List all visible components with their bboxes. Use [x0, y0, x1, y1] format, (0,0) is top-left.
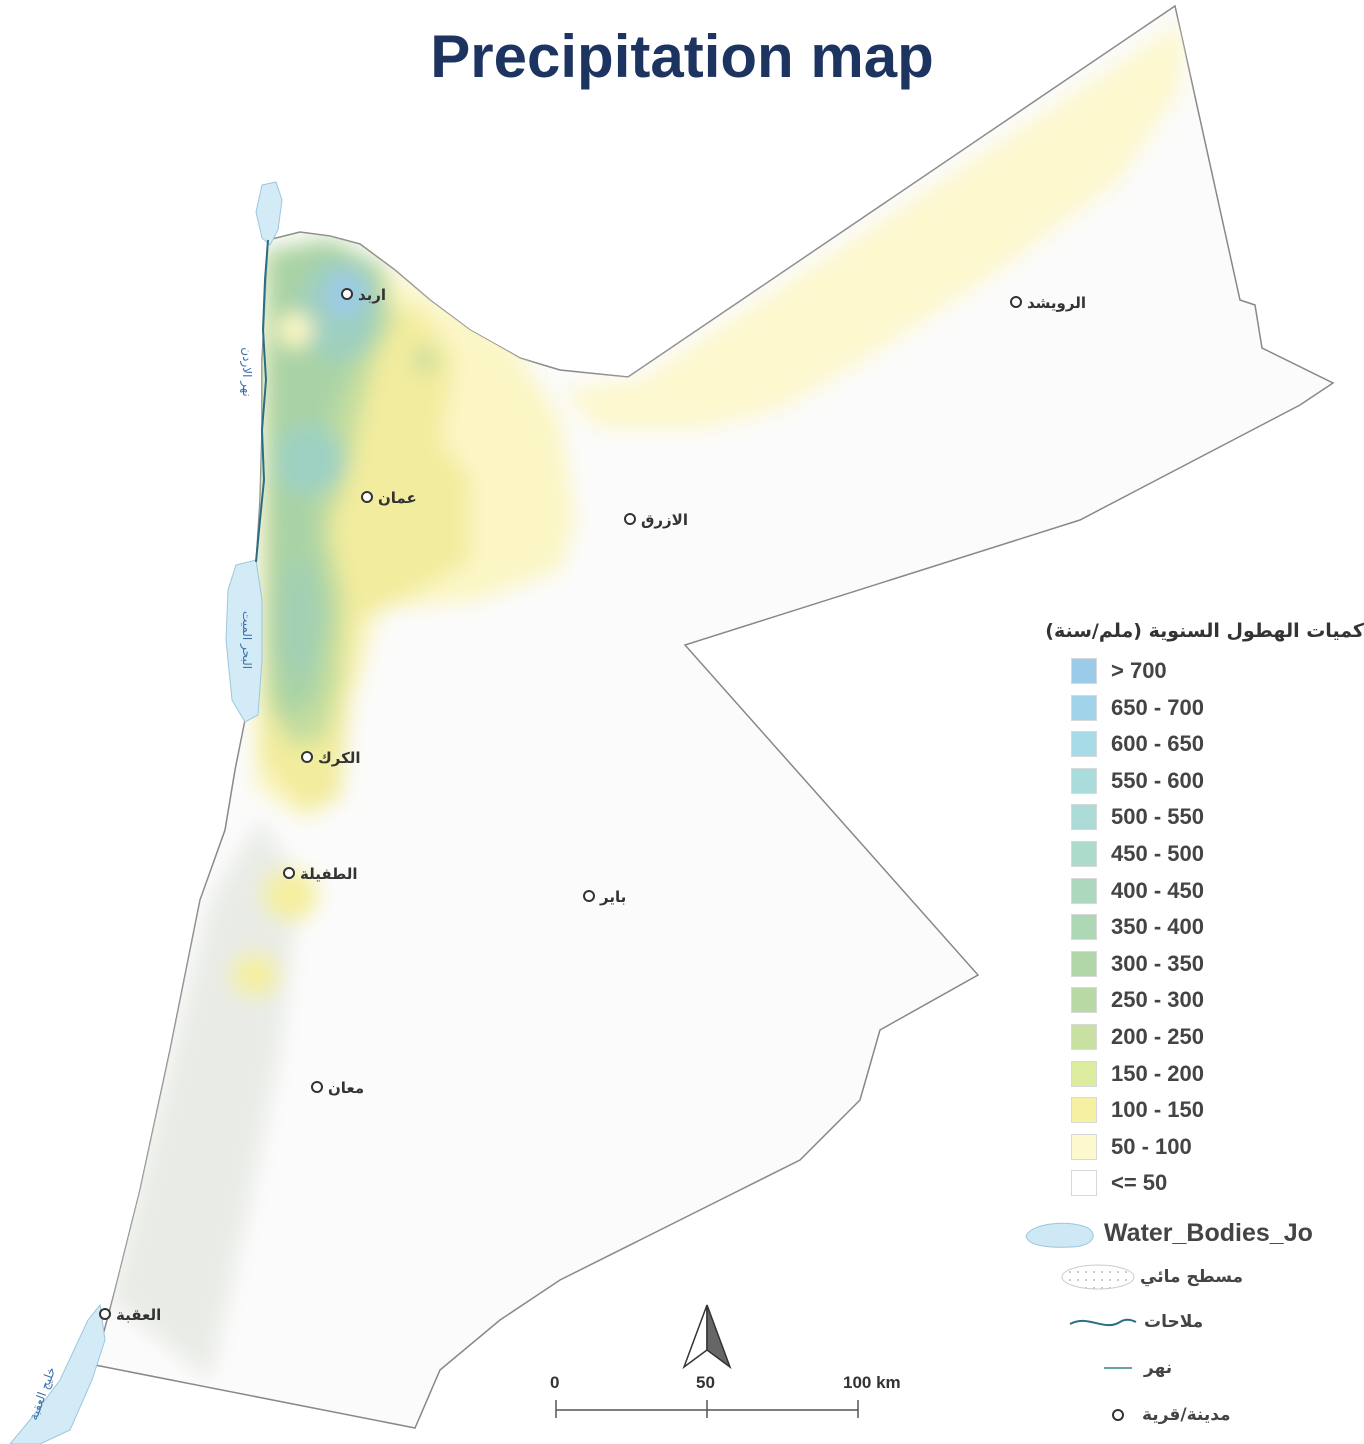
legend-salt-flats: ملاحات [1068, 1310, 1203, 1334]
legend-item: > 700 [1071, 656, 1167, 686]
legend-water-bodies: Water_Bodies_Jo [1022, 1216, 1313, 1250]
legend-swatch [1071, 658, 1097, 684]
legend-item: 150 - 200 [1071, 1059, 1204, 1089]
city-irbid: اربد [341, 286, 386, 304]
city-tafila: الطفيلة [283, 865, 358, 883]
legend-swatch [1071, 804, 1097, 831]
city-ruwaished: الرويشد [1010, 294, 1086, 312]
svg-text:الرويشد: الرويشد [1027, 294, 1086, 312]
jordan-river [255, 239, 269, 563]
svg-text:العقبة: العقبة [116, 1306, 161, 1324]
legend-swatch [1071, 1024, 1097, 1050]
dead-sea [225, 559, 263, 723]
legend-item-label: 250 - 300 [1111, 987, 1204, 1013]
salt-flat-line-icon [1069, 1318, 1137, 1327]
svg-text:الازرق: الازرق [641, 511, 688, 529]
surface-water-icon [1061, 1264, 1135, 1290]
city-point-icon [1112, 1409, 1124, 1421]
svg-text:باير: باير [599, 888, 626, 906]
legend-swatch [1071, 914, 1097, 941]
precipitation-zones [110, 20, 1185, 1380]
legend-item: 400 - 450 [1071, 876, 1204, 906]
legend-item-label: 150 - 200 [1111, 1060, 1204, 1086]
legend-item: 500 - 550 [1071, 802, 1204, 832]
legend-surface-water: مسطح مائي [1060, 1262, 1243, 1292]
legend-item: 350 - 400 [1071, 912, 1204, 942]
legend-item: 50 - 100 [1071, 1132, 1192, 1162]
legend-item-label: 350 - 400 [1111, 914, 1204, 940]
legend-item: 450 - 500 [1071, 839, 1204, 869]
legend-swatch [1071, 1097, 1097, 1124]
city-legend-label: مدينة/قرية [1142, 1405, 1231, 1425]
svg-text:اربد: اربد [358, 286, 386, 304]
north-arrow-icon [682, 1304, 732, 1370]
legend-item: <= 50 [1071, 1168, 1167, 1198]
legend-item: 250 - 300 [1071, 985, 1204, 1015]
legend-swatch [1071, 694, 1097, 721]
legend-item-label: <= 50 [1111, 1170, 1168, 1196]
legend-item-label: 300 - 350 [1111, 950, 1204, 976]
legend-item: 550 - 600 [1071, 766, 1204, 796]
svg-text:الطفيلة: الطفيلة [300, 865, 358, 883]
legend-item-label: 100 - 150 [1111, 1097, 1204, 1123]
legend-swatch [1071, 731, 1097, 758]
legend-item-label: 450 - 500 [1111, 841, 1204, 866]
scale-tick-50: 50 [696, 1373, 715, 1392]
legend-swatch [1071, 841, 1097, 867]
legend-title: كميات الهطول السنوية (ملم/سنة) [1045, 620, 1364, 642]
svg-text:الكرك: الكرك [318, 749, 361, 767]
river-label: نهر الاردن [239, 347, 254, 396]
legend-item-label: 200 - 250 [1111, 1024, 1204, 1049]
river-line-icon [1104, 1367, 1132, 1369]
dead-sea-label: البحر الميت [239, 611, 254, 669]
svg-text:معان: معان [328, 1079, 364, 1097]
legend-swatch [1071, 877, 1097, 904]
scale-tick-100: 100 km [843, 1373, 901, 1392]
legend-item-label: 400 - 450 [1111, 877, 1204, 903]
city-amman: عمان [361, 489, 417, 507]
legend-item-label: 50 - 100 [1111, 1133, 1192, 1159]
city-maan: معان [311, 1079, 364, 1097]
legend-item-label: 550 - 600 [1111, 767, 1204, 793]
legend-swatch [1071, 1060, 1097, 1087]
legend-item: 300 - 350 [1071, 949, 1204, 979]
city-bayir: باير [583, 888, 626, 906]
legend-item: 200 - 250 [1071, 1022, 1204, 1052]
legend-item-label: 600 - 650 [1111, 731, 1204, 757]
legend-item-label: 500 - 550 [1111, 804, 1204, 830]
legend-swatch [1071, 1133, 1097, 1160]
legend-item-label: > 700 [1111, 658, 1167, 683]
water-body-icon [1025, 1222, 1094, 1248]
lake-tiberias [255, 181, 283, 246]
map-title: Precipitation map [430, 23, 934, 90]
surface-water-label: مسطح مائي [1140, 1267, 1244, 1287]
water-bodies-label: Water_Bodies_Jo [1104, 1218, 1313, 1247]
legend-swatch [1071, 950, 1097, 977]
scale-bar [555, 1400, 859, 1418]
legend-item: 100 - 150 [1071, 1095, 1204, 1125]
scale-tick-0: 0 [550, 1373, 560, 1392]
legend-item: 600 - 650 [1071, 729, 1204, 759]
city-aqaba: العقبة [99, 1306, 161, 1324]
legend-river: نهر [1100, 1358, 1172, 1378]
city-azraq: الازرق [624, 511, 688, 529]
legend-swatch [1071, 767, 1097, 794]
gulf-of-aqaba [9, 1303, 106, 1444]
legend-swatch [1071, 1170, 1097, 1197]
legend-item-label: 650 - 700 [1111, 694, 1204, 720]
svg-text:عمان: عمان [378, 489, 417, 507]
city-karak: الكرك [301, 749, 361, 767]
legend-item: 650 - 700 [1071, 693, 1204, 723]
legend-swatch [1071, 987, 1097, 1014]
legend: كميات الهطول السنوية (ملم/سنة) [1020, 620, 1364, 642]
river-legend-label: نهر [1144, 1358, 1173, 1378]
legend-city: مدينة/قرية [1108, 1405, 1231, 1425]
salt-flats-label: ملاحات [1144, 1312, 1204, 1332]
